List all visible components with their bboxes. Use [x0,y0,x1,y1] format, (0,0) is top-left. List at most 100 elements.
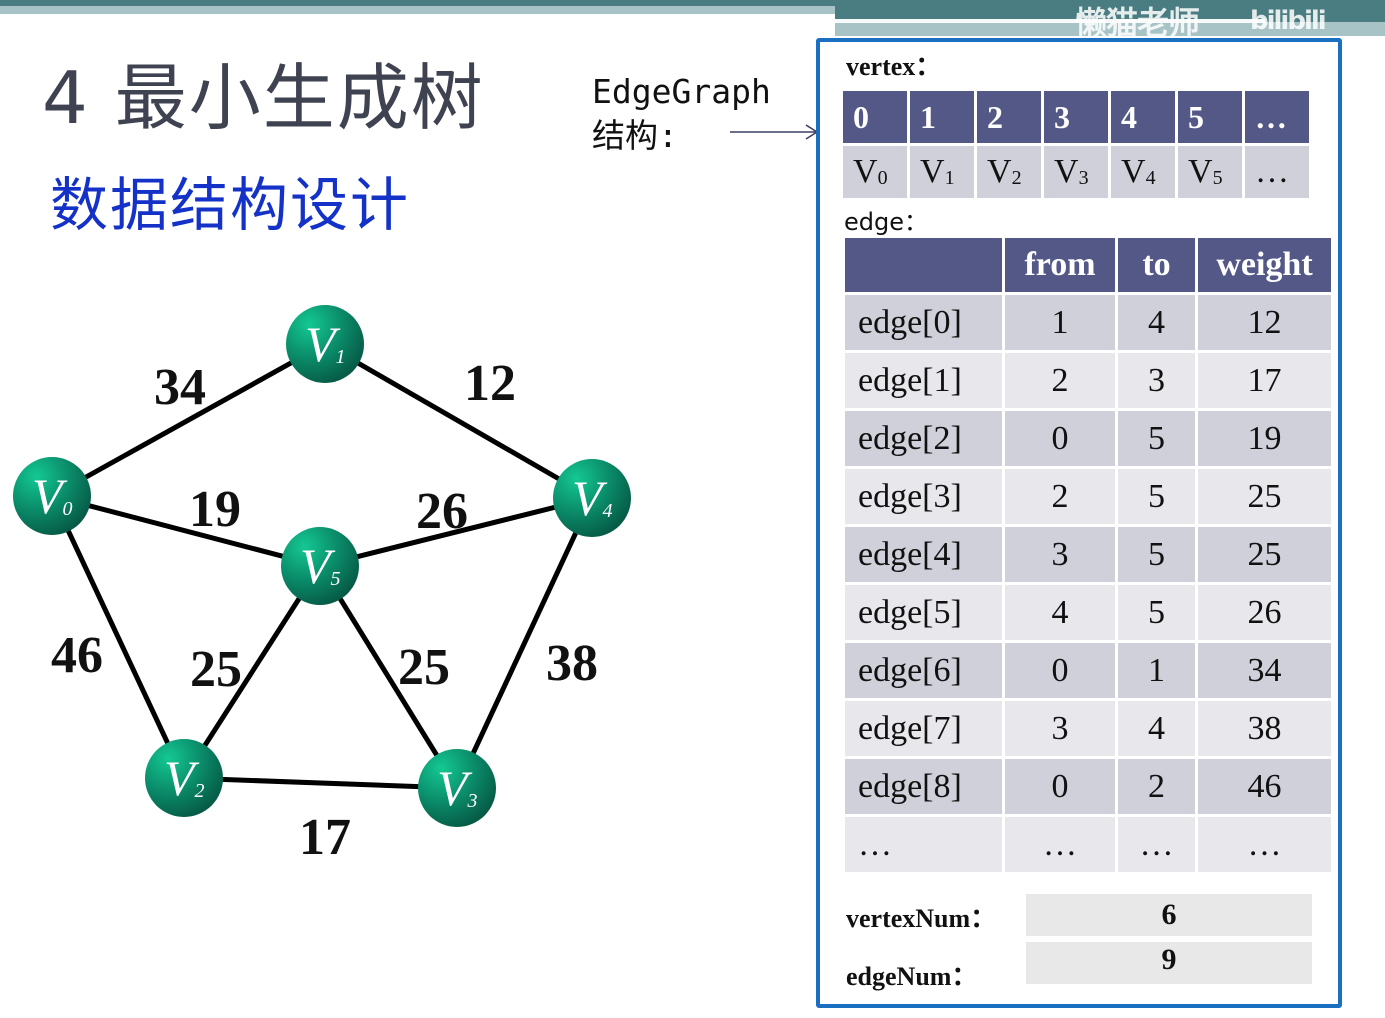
struct-label-line1: EdgeGraph [592,72,771,111]
vertex-index-cell: 1 [910,91,974,143]
graph-node-v5: V5 [281,527,359,605]
table-cell: 1 [1005,295,1115,350]
table-cell: edge[1] [845,353,1002,408]
bilibili-logo-icon: bilibili [1250,6,1327,36]
table-cell: edge[6] [845,643,1002,698]
table-cell: 25 [1198,469,1331,524]
vertex-value-cell: V1 [910,146,974,198]
graph-edge [51,493,321,569]
table-cell: … [845,817,1002,872]
table-cell: 12 [1198,295,1331,350]
table-cell: 0 [1005,759,1115,814]
vertex-value-cell: V0 [843,146,907,198]
watermark-text: 懒猫老师 [1075,4,1200,42]
node-circle-icon [286,305,364,383]
edge-label: edge： [844,208,928,236]
graph-node-v2: V2 [145,739,223,817]
table-cell: … [1118,817,1195,872]
table-cell: 4 [1118,295,1195,350]
table-cell: 38 [1198,701,1331,756]
graph-node-v3: V3 [418,749,496,827]
table-cell: 4 [1118,701,1195,756]
table-cell: edge[8] [845,759,1002,814]
vertex-value-cell: V4 [1111,146,1175,198]
table-cell: 2 [1005,353,1115,408]
table-cell: 34 [1198,643,1331,698]
edge-weight-label: 25 [190,641,242,698]
table-cell: 46 [1198,759,1331,814]
vertex-index-cell: 2 [977,91,1041,143]
graph-edge [323,341,594,501]
vertex-num-value: 6 [1026,894,1312,936]
column-header [845,238,1002,292]
graph-node-v4: V4 [553,459,631,537]
banner-bar-light [0,6,835,14]
struct-label-line2: 结构: [592,116,678,155]
graph-edge [50,341,327,499]
graph-node-v1: V1 [286,305,364,383]
edge-num-value: 9 [1026,942,1312,984]
table-cell: 0 [1005,643,1115,698]
table-cell: 5 [1118,527,1195,582]
vertex-value-cell: … [1245,146,1309,198]
banner-stripe [835,19,1265,23]
edge-weight-label: 25 [398,639,450,696]
graph-edge [49,494,187,780]
table-cell: edge[2] [845,411,1002,466]
table-cell: 2 [1118,759,1195,814]
vertex-index-cell: 3 [1044,91,1108,143]
graph-node-v0: V0 [13,457,91,535]
graph-edge [319,495,593,569]
table-row: ………… [845,817,1331,872]
banner-bar-right-light [835,22,1385,36]
vertex-label: vertex： [846,52,942,81]
edge-num-label: edgeNum： [846,962,978,991]
vertex-value-cell: V2 [977,146,1041,198]
node-circle-icon [553,459,631,537]
table-cell: edge[7] [845,701,1002,756]
graph-edge [454,496,595,790]
edge-weight-label: 46 [51,627,103,684]
graph-edge [183,775,458,791]
table-cell: 3 [1005,701,1115,756]
graph-edges [49,341,595,791]
node-circle-icon [281,527,359,605]
edge-weight-label: 12 [464,355,516,412]
table-cell: edge[4] [845,527,1002,582]
table-cell: 3 [1118,353,1195,408]
page-title: 4 最小生成树 [42,56,485,140]
node-circle-icon [145,739,223,817]
vertex-index-cell: 5 [1178,91,1242,143]
node-circle-icon [418,749,496,827]
table-cell: … [1005,817,1115,872]
edge-weight-label: 38 [546,635,598,692]
table-cell: … [1198,817,1331,872]
edge-weight-label: 26 [416,483,468,540]
table-cell: 4 [1005,585,1115,640]
column-header: weight [1198,238,1331,292]
vertex-num-label: vertexNum： [846,904,997,933]
page-subtitle: 数据结构设计 [50,171,411,239]
vertex-index-cell: 4 [1111,91,1175,143]
arrow-right-icon [730,124,819,140]
table-cell: 0 [1005,411,1115,466]
banner-bar [0,0,1385,6]
table-cell: 5 [1118,585,1195,640]
edge-weight-label: 17 [299,809,351,866]
graph-edge [181,564,323,780]
table-cell: 5 [1118,411,1195,466]
edge-weight-label: 19 [189,481,241,538]
column-header: to [1118,238,1195,292]
